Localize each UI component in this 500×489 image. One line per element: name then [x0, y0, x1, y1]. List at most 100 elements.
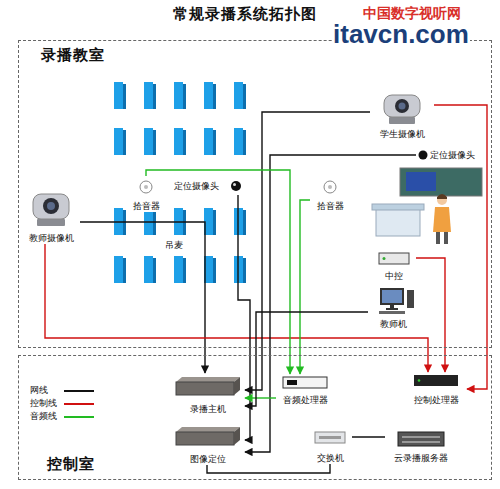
pc-monitor	[380, 288, 404, 305]
device-box: 教师机	[368, 286, 418, 330]
desk	[234, 128, 243, 155]
device-label: 音频处理器	[282, 395, 329, 406]
switch-box	[319, 436, 341, 439]
device-box: 拾音器	[310, 176, 350, 212]
connector	[245, 397, 276, 398]
diagram-title: 常规录播系统拓扑图	[0, 4, 500, 24]
region-panel: 控制室 录播主机 控制处理器音频处理器图像定位 交换机 云录播服务器	[18, 355, 492, 480]
camera-base	[37, 219, 65, 226]
camera-lens	[43, 198, 59, 214]
pickup-mic	[328, 185, 332, 189]
device-box: 录播主机	[170, 373, 245, 415]
server-box	[398, 432, 444, 446]
control-unit	[379, 253, 409, 264]
desk	[153, 84, 156, 109]
device-label: 定位摄像头	[429, 150, 476, 161]
device-label: 拾音器	[132, 201, 161, 212]
legend-row: 音频线	[30, 410, 94, 423]
device-label: 交换机	[316, 453, 345, 464]
pickup-mic	[144, 185, 148, 189]
desk	[183, 130, 186, 155]
desk	[144, 256, 153, 283]
device-box: 教师摄像机	[22, 188, 80, 244]
desk	[144, 82, 153, 109]
connector	[245, 155, 416, 452]
region-label: 控制室	[45, 455, 97, 474]
device-box: 学生摄像机	[370, 92, 434, 140]
desk	[114, 128, 123, 155]
teacher-figure	[444, 232, 448, 244]
connector	[146, 170, 290, 374]
device-box: 控制处理器	[405, 372, 467, 406]
control-processor-box	[418, 379, 421, 382]
recorder-box	[234, 377, 240, 395]
device-label: 云录播服务器	[393, 453, 449, 464]
tracking-camera	[231, 181, 241, 191]
legend-row: 控制线	[30, 397, 94, 410]
region-panel: 录播教室学生摄像机定位摄像头拾音器定位摄像头拾音器教师摄像机中控教师机	[18, 40, 492, 348]
screen	[406, 172, 436, 191]
camera-body	[384, 95, 420, 117]
desk	[204, 128, 213, 155]
watermark: 中国数字视听网	[362, 5, 462, 21]
desk	[213, 84, 216, 109]
pc-keyboard	[379, 311, 405, 314]
connector	[80, 222, 205, 373]
desk	[114, 82, 123, 109]
desk	[174, 82, 183, 109]
audio-box	[287, 380, 297, 385]
tracking-box	[234, 427, 240, 445]
desk	[114, 256, 123, 283]
desk	[213, 258, 216, 283]
podium	[372, 204, 424, 210]
desk	[174, 256, 183, 283]
camera-lens	[399, 103, 406, 110]
desk	[243, 130, 246, 155]
legend-swatch	[64, 416, 94, 418]
pc-monitor	[382, 290, 402, 303]
connector	[238, 195, 250, 440]
device-label: 图像定位	[189, 454, 227, 465]
device-box: 定位摄像头	[172, 177, 244, 195]
desk	[144, 128, 153, 155]
watermark: itavcn.com	[332, 20, 470, 50]
diagram-title-text: 常规录播系统拓扑图	[170, 5, 320, 23]
switch-box	[315, 432, 345, 443]
control-processor-box	[414, 375, 458, 386]
device-box: 音频处理器	[276, 374, 334, 406]
device-label: 拾音器	[316, 201, 345, 212]
pc-monitor	[386, 308, 398, 310]
legend-text: 控制线	[30, 397, 60, 410]
pc-tower	[407, 290, 414, 308]
tracking-box	[176, 427, 240, 432]
pickup-mic	[140, 181, 152, 193]
connector	[434, 105, 487, 389]
connector	[245, 112, 370, 390]
server-box	[402, 441, 440, 443]
tracking-box	[176, 432, 234, 445]
server-box	[402, 436, 440, 438]
legend-swatch	[64, 403, 94, 405]
camera-lens	[395, 99, 409, 113]
recorder-box	[176, 377, 240, 382]
device-label: 学生摄像机	[379, 129, 426, 140]
legend-text: 网线	[30, 384, 60, 397]
camera-body	[33, 194, 69, 219]
recorder-box	[176, 382, 234, 395]
device-label: 教师摄像机	[28, 233, 75, 244]
desk	[243, 84, 246, 109]
desk	[123, 130, 126, 155]
pc-monitor	[390, 305, 394, 308]
region-label: 录播教室	[39, 46, 107, 65]
connector	[45, 244, 428, 372]
teacher-figure	[436, 232, 440, 244]
desk-group	[114, 82, 246, 283]
device-label: 定位摄像头	[173, 181, 220, 192]
desk	[123, 84, 126, 109]
legend-swatch	[64, 390, 94, 392]
device-label: 教师机	[379, 319, 408, 330]
pickup-mic	[324, 181, 336, 193]
audio-box	[283, 377, 327, 388]
control-unit	[383, 257, 386, 260]
